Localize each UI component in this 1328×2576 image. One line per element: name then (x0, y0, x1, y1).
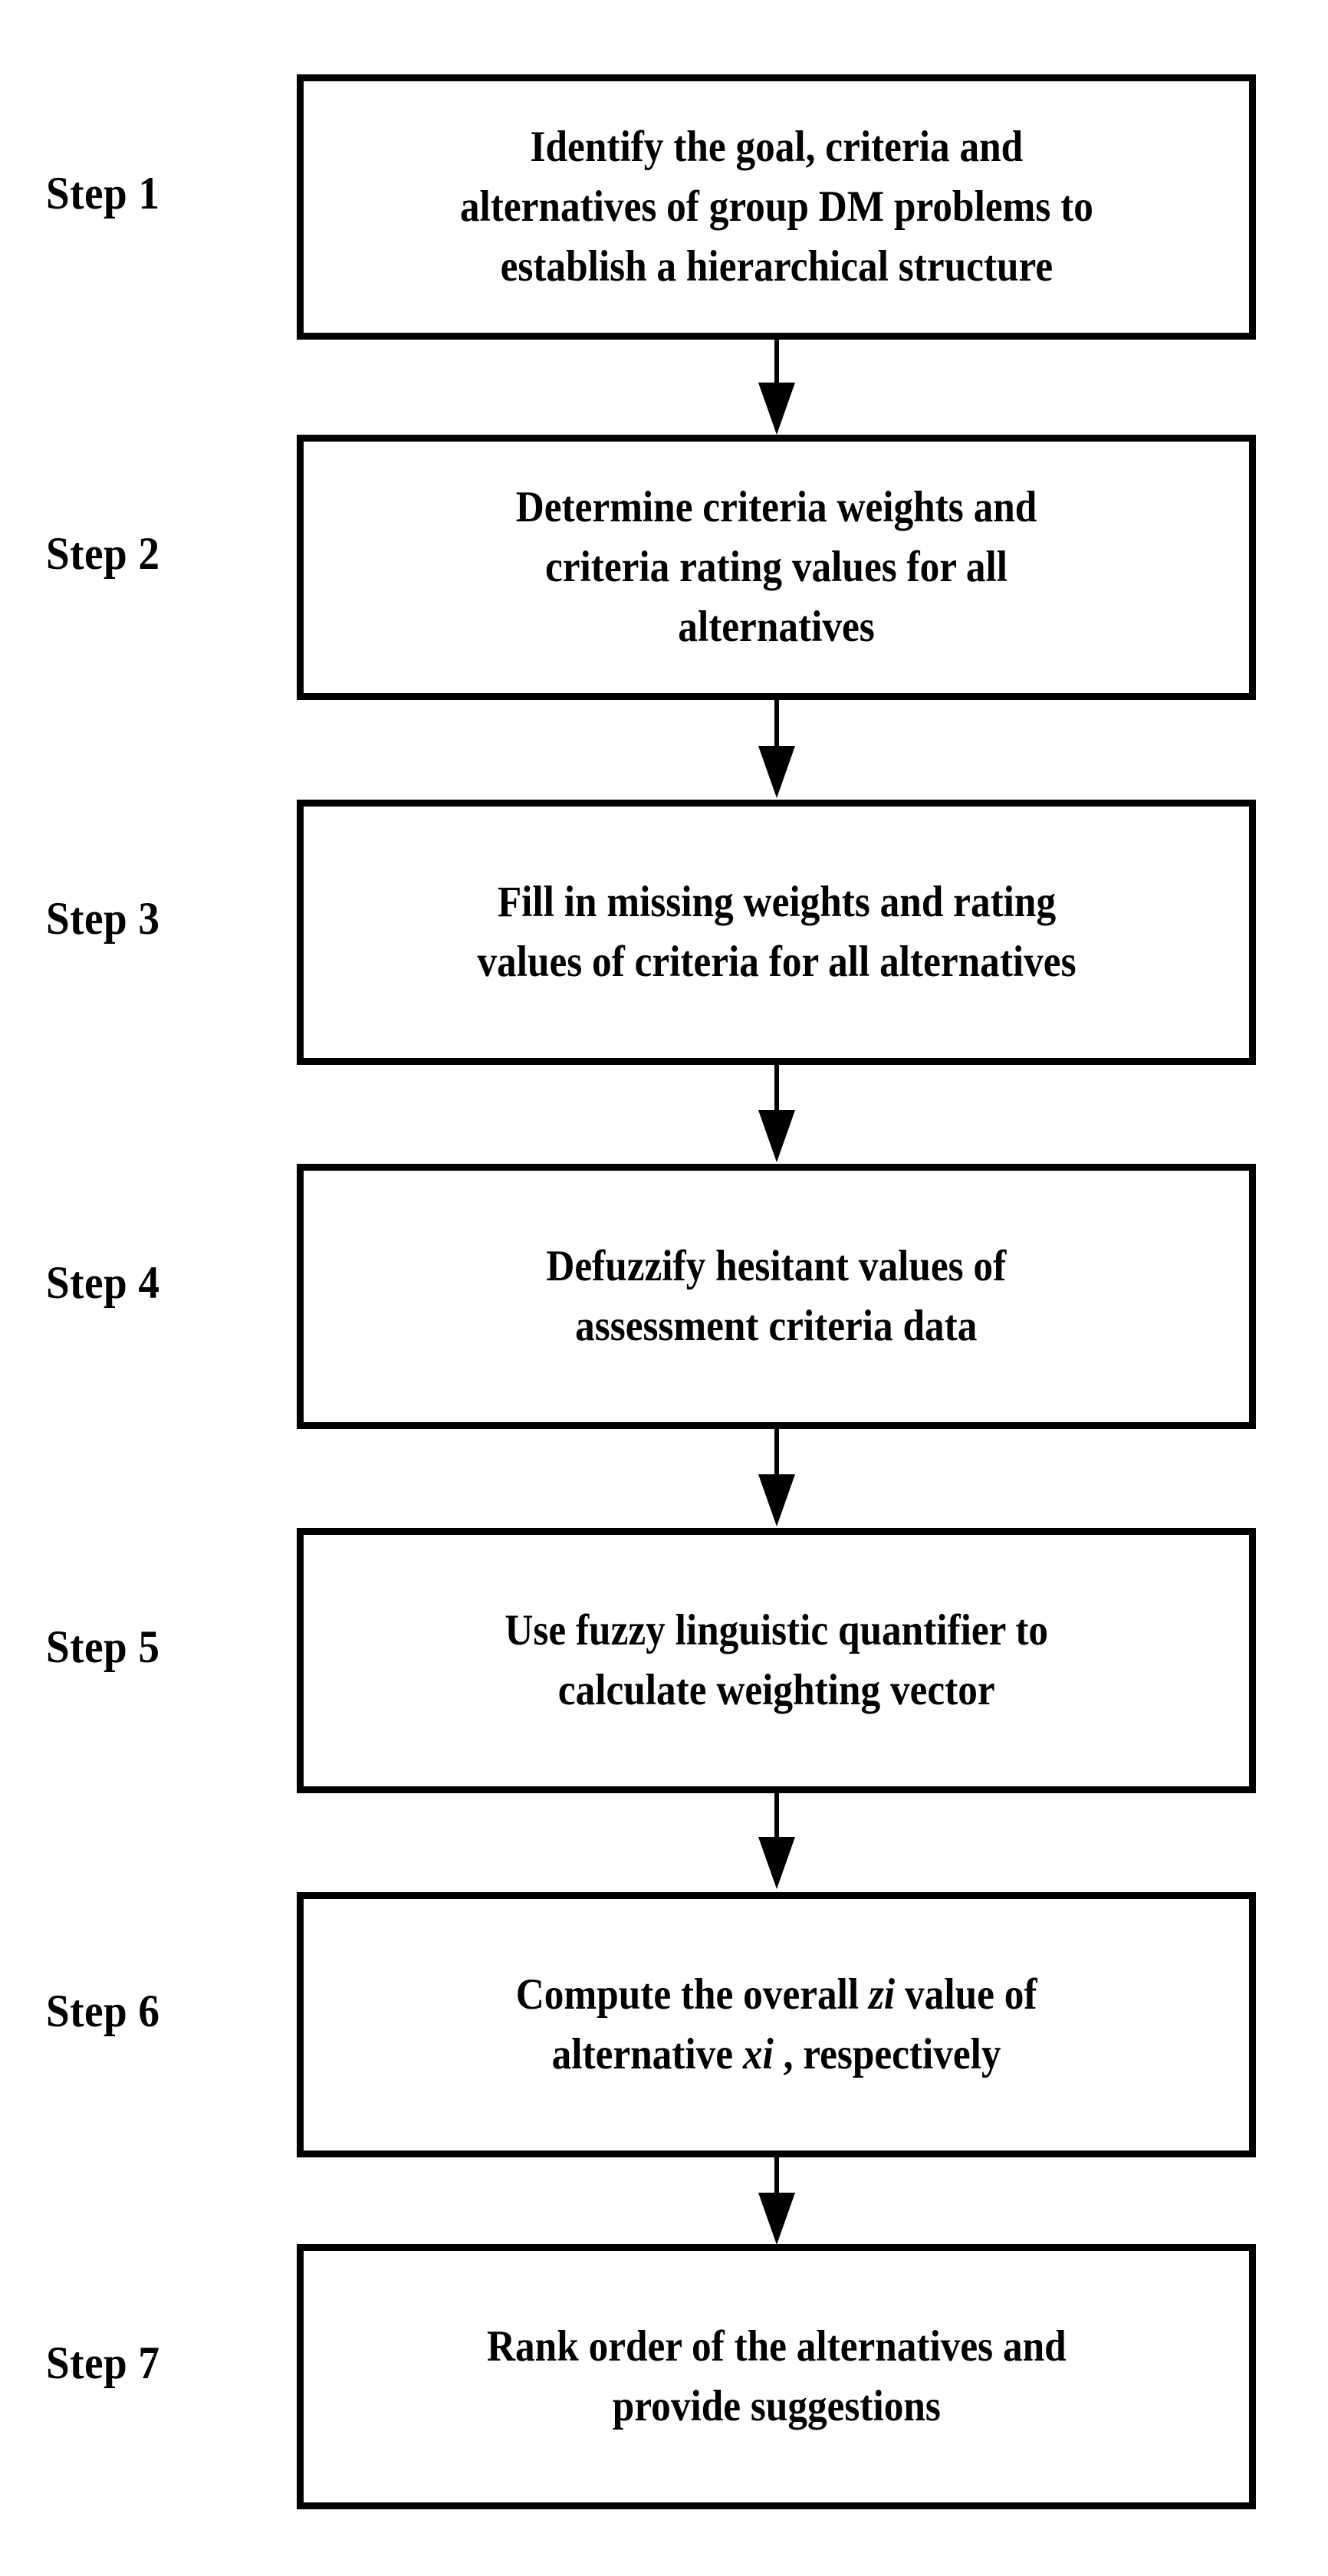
variable-zi: zi (868, 1970, 896, 2019)
arrow-head-icon (758, 1110, 795, 1162)
step-row-7: Step 7 Rank order of the alternatives an… (0, 2244, 1328, 2509)
step-label-4: Step 4 (46, 1257, 160, 1308)
connector-arrow-5-to-6 (758, 1793, 795, 1892)
arrow-shaft (774, 1429, 779, 1477)
step-label-5: Step 5 (46, 1622, 160, 1672)
connector-arrow-4-to-5 (758, 1429, 795, 1528)
step-label-1: Step 1 (46, 168, 160, 219)
arrow-shaft (774, 340, 779, 386)
connector-arrow-1-to-2 (758, 340, 795, 435)
step-label-7: Step 7 (46, 2338, 160, 2388)
arrow-head-icon (758, 383, 795, 435)
connector-arrow-6-to-7 (758, 2157, 795, 2245)
arrow-head-icon (758, 1474, 795, 1526)
connector-arrow-3-to-4 (758, 1065, 795, 1164)
arrow-shaft (774, 1793, 779, 1840)
variable-xi: xi (742, 2030, 774, 2078)
step-label-3: Step 3 (46, 893, 160, 944)
arrow-shaft (774, 1065, 779, 1113)
arrow-head-icon (758, 1837, 795, 1889)
arrow-head-icon (758, 2193, 795, 2245)
step-row-3: Step 3 Fill in missing weights and ratin… (0, 800, 1328, 1065)
step-label-6: Step 6 (46, 1986, 160, 2036)
arrow-shaft (774, 700, 779, 749)
step-row-5: Step 5 Use fuzzy linguistic quantifier t… (0, 1528, 1328, 1793)
connector-arrow-2-to-3 (758, 700, 795, 800)
arrow-shaft (774, 2157, 779, 2196)
step-label-2: Step 2 (46, 528, 160, 579)
arrow-head-icon (758, 746, 795, 798)
